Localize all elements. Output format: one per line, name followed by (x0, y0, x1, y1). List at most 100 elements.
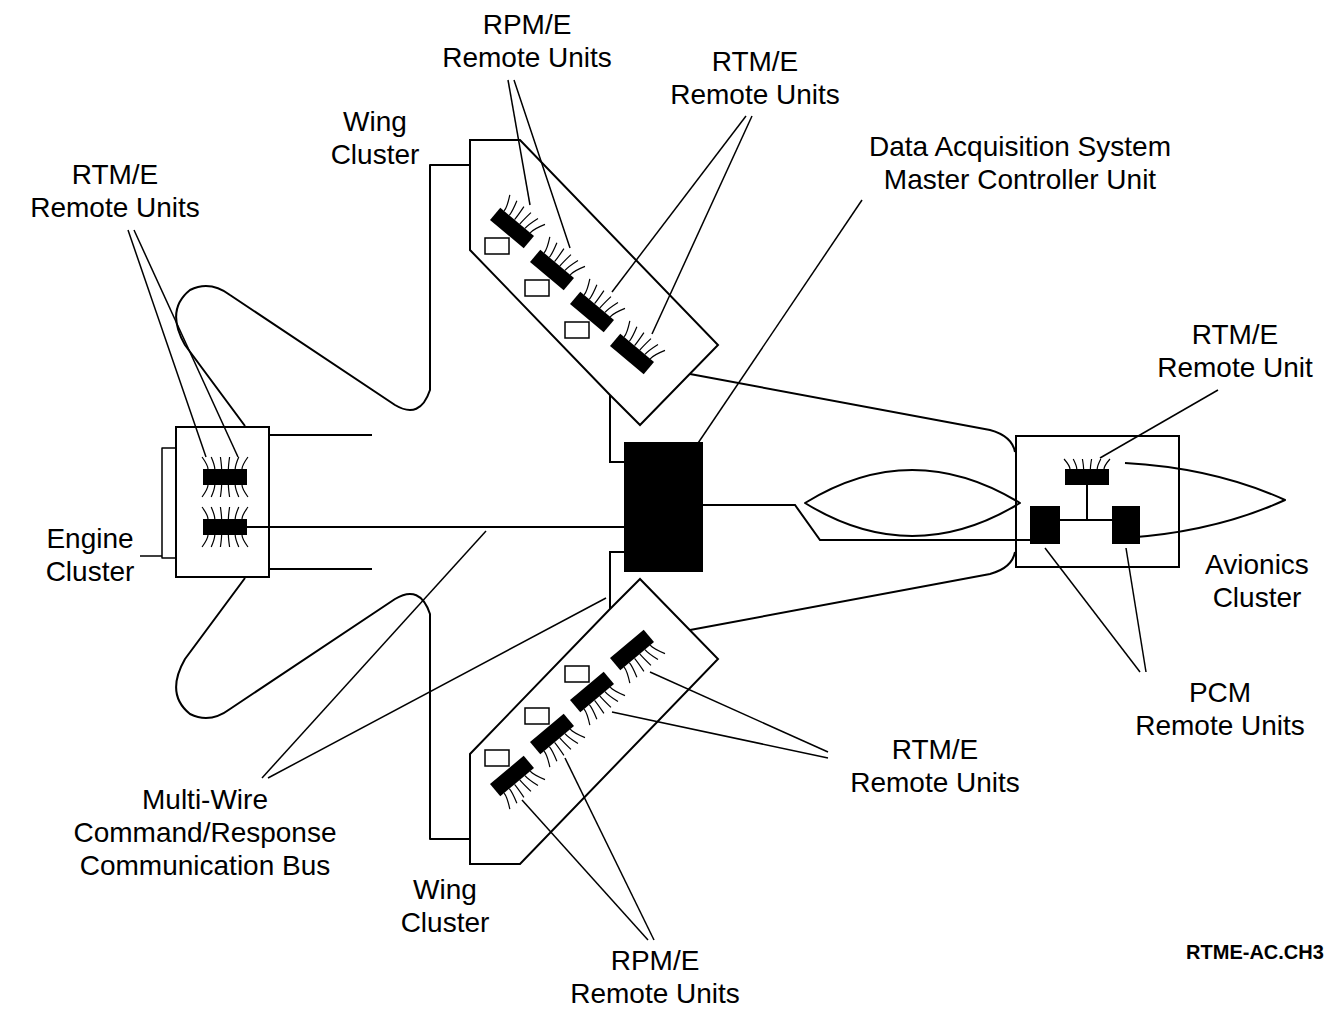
unit-wire (580, 279, 595, 295)
unit-wire (634, 333, 645, 346)
unit-wire (554, 249, 565, 262)
leader-line (128, 230, 206, 457)
unit-wire (228, 507, 229, 519)
part-label: RPM/E Remote Units (442, 8, 612, 74)
leader-line (1100, 390, 1218, 458)
unit-wire (242, 535, 248, 547)
unit-wire (235, 457, 239, 469)
remote-unit (609, 321, 665, 375)
unit-wire (634, 658, 645, 671)
bus-wire (703, 505, 1015, 540)
unit-wire (627, 663, 640, 678)
unit-wire (220, 507, 221, 519)
unit-body (530, 714, 574, 755)
cluster-box: Avionics Cluster (1015, 435, 1180, 568)
cluster-name: Engine Cluster (46, 522, 135, 588)
part-label: RTM/E Remote Unit (1157, 318, 1313, 384)
connector-block (525, 708, 549, 724)
unit-wire (1097, 459, 1101, 469)
leader-line (268, 598, 606, 778)
part-label: PCM Remote Units (1135, 676, 1305, 742)
bus-wire (245, 526, 270, 528)
unit-body (203, 519, 247, 535)
part-label: Multi-Wire Command/Response Communicatio… (73, 783, 336, 882)
unit-wire (220, 535, 221, 547)
unit-wire (242, 507, 248, 519)
cluster-name: Wing Cluster (401, 873, 490, 939)
unit-wire (220, 485, 221, 497)
unit-wire (540, 237, 555, 253)
leader-line (508, 80, 530, 205)
unit-wire (211, 457, 215, 469)
bus-wire (1015, 485, 1114, 540)
unit-wire (627, 327, 640, 342)
connector-block (565, 322, 589, 338)
unit-wire (242, 485, 248, 497)
engine-nacelle (270, 434, 372, 436)
unit-body (1065, 469, 1109, 485)
unit-wire (560, 254, 571, 267)
unit-wire (540, 751, 555, 767)
unit-wire (554, 742, 565, 755)
unit-wire (530, 767, 545, 783)
unit-body (570, 672, 614, 713)
leader-line (612, 116, 746, 292)
unit-wire (570, 725, 585, 741)
bus-wire (610, 395, 624, 462)
unit-wire (587, 285, 600, 300)
cluster-name: Data Acquisition System Master Controlle… (869, 130, 1171, 196)
leader-line (690, 200, 862, 455)
cluster-name: Wing Cluster (331, 105, 420, 171)
cluster-border (470, 579, 718, 864)
cluster-name: Avionics Cluster (1205, 548, 1309, 614)
unit-wire (242, 457, 248, 469)
unit-wire (500, 793, 515, 809)
unit-wire (228, 457, 229, 469)
remote-unit (1064, 459, 1110, 485)
cluster-outline: Wing Cluster (470, 579, 718, 864)
engine-bracket (140, 448, 175, 558)
unit-body (490, 208, 534, 249)
unit-wire (500, 195, 515, 211)
unit-wire (507, 201, 520, 216)
unit-wire (202, 535, 208, 547)
cluster-border (470, 140, 718, 425)
aircraft-outline (176, 165, 470, 426)
remote-units (202, 195, 1110, 809)
remote-unit (202, 507, 248, 547)
unit-body (570, 292, 614, 333)
unit-wire (228, 485, 229, 497)
bus-wire (610, 552, 624, 609)
leader-line (650, 672, 828, 752)
remote-unit (529, 713, 585, 767)
unit-wire (514, 207, 525, 220)
unit-wire (610, 683, 625, 699)
unit-wire (620, 321, 635, 337)
unit-wire (202, 507, 208, 519)
remote-unit (569, 671, 625, 725)
unit-wire (530, 221, 545, 237)
bus-wire (270, 526, 624, 528)
unit-wire (1090, 459, 1091, 469)
unit-wire (211, 485, 215, 497)
unit-wire (202, 485, 208, 497)
unit-wire (594, 700, 605, 713)
unit-wire (514, 784, 525, 797)
unit-wire (620, 667, 635, 683)
unit-wire (600, 695, 611, 708)
unit-wire (520, 779, 531, 792)
unit-wire (594, 291, 605, 304)
unit-wire (235, 507, 239, 519)
unit-wire (1082, 459, 1083, 469)
part-label: RTM/E Remote Units (850, 733, 1020, 799)
leader-line (522, 800, 648, 940)
connector-block (485, 238, 509, 254)
cluster-shape (470, 579, 718, 864)
unit-wire (650, 641, 665, 657)
part-label: RTM/E Remote Units (30, 158, 200, 224)
leader-line (652, 116, 752, 334)
connector-block (485, 750, 509, 766)
unit-wire (1073, 459, 1077, 469)
cluster-shape (470, 140, 718, 425)
